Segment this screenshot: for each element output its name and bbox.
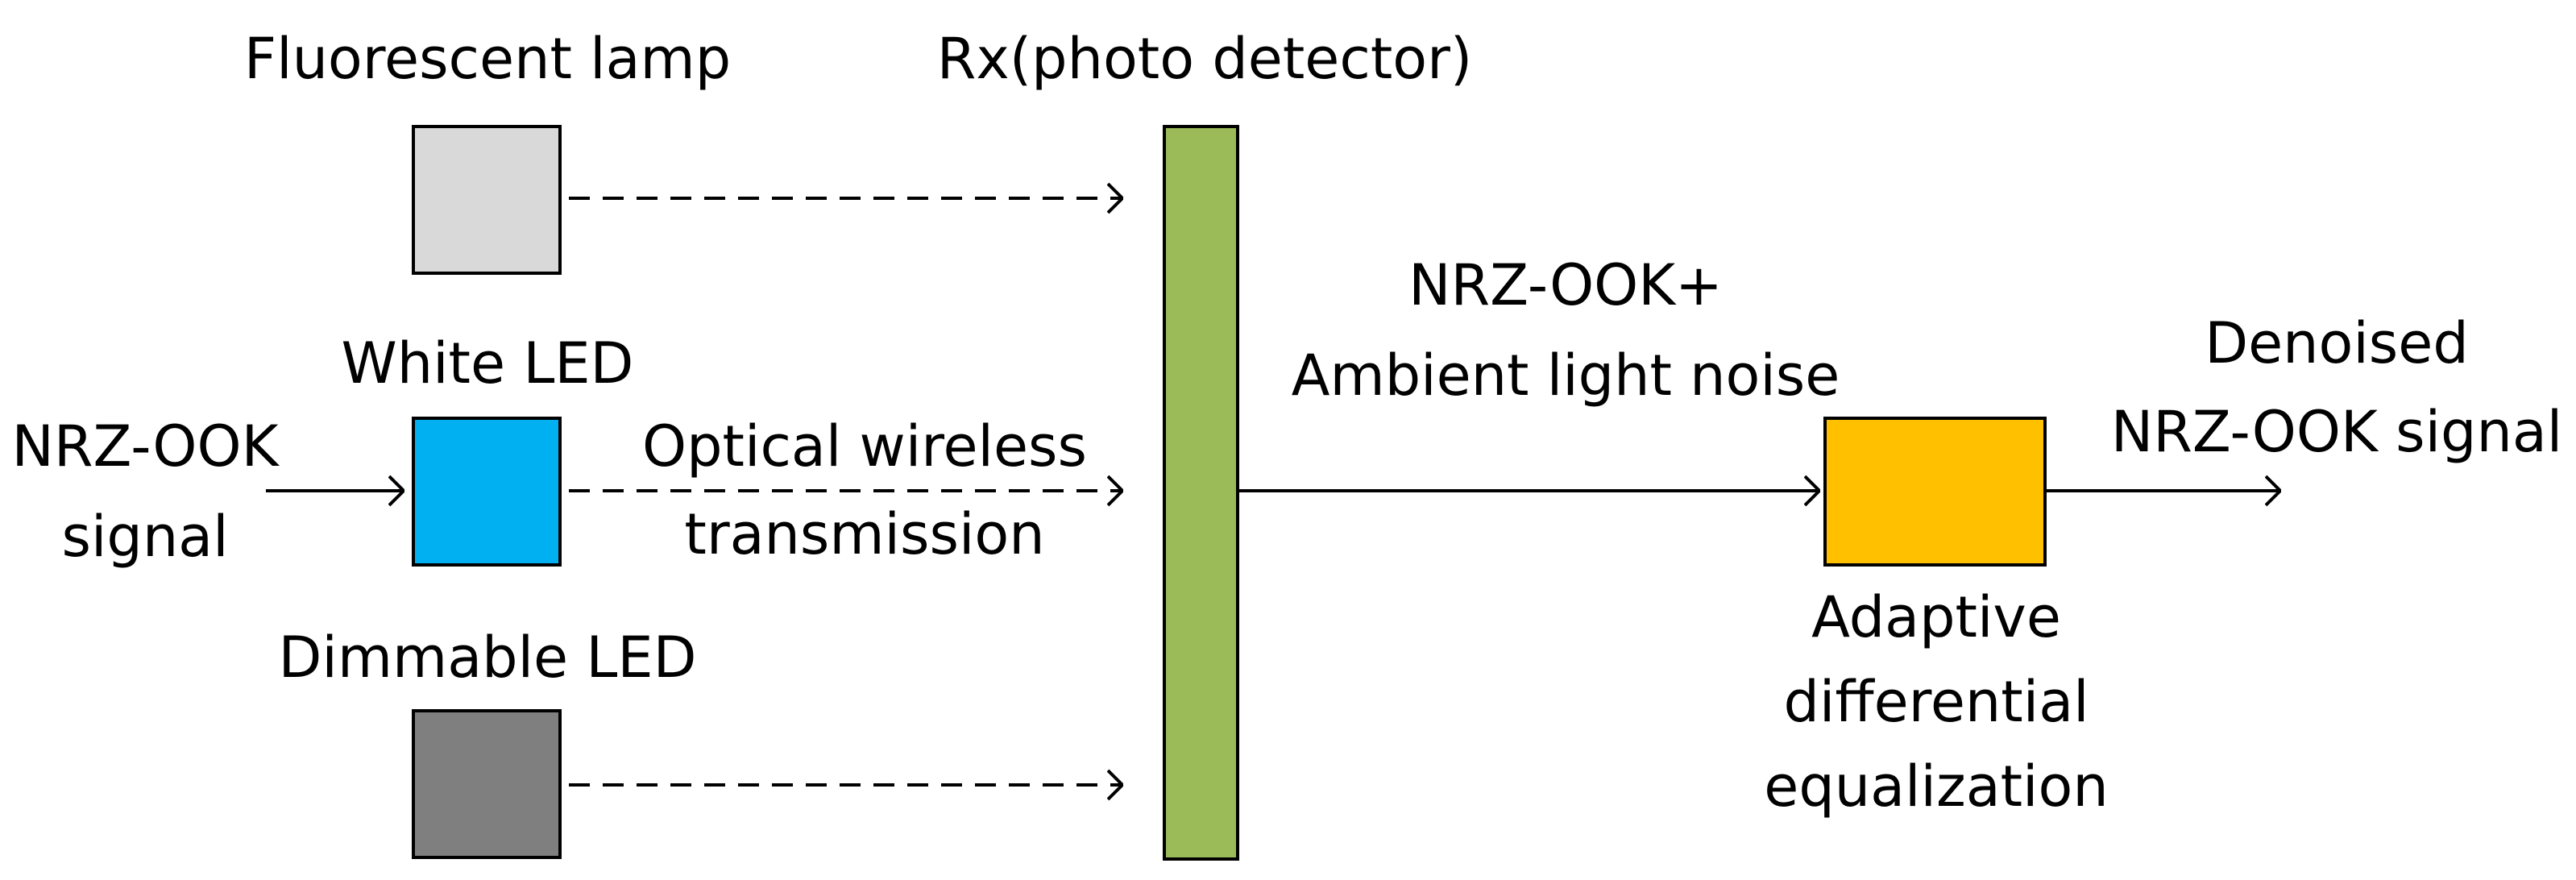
equalizer-label-line1: Adaptive — [1811, 584, 2061, 650]
equalizer-label-line2: differential — [1783, 669, 2089, 735]
input-signal-label-line2: signal — [61, 504, 228, 570]
dimmable-led-box — [412, 709, 562, 859]
dimmable-led-label: Dimmable LED — [279, 625, 697, 691]
fluorescent-lamp-box — [412, 125, 562, 275]
output-signal-label-line1: Denoised — [2205, 310, 2469, 376]
photo-detector-bar — [1163, 125, 1239, 861]
input-signal-label-line1: NRZ-OOK — [11, 413, 280, 479]
equalizer-box — [1823, 417, 2047, 567]
received-signal-label-line1: NRZ-OOK+ — [1408, 252, 1723, 318]
received-signal-label-line2: Ambient light noise — [1292, 342, 1840, 409]
output-signal-label-line2: NRZ-OOK signal — [2111, 399, 2562, 465]
equalizer-label-line3: equalization — [1764, 753, 2108, 820]
fluorescent-lamp-label: Fluorescent lamp — [244, 26, 731, 92]
white-led-box — [412, 417, 562, 567]
channel-label-line1: Optical wireless — [642, 413, 1087, 479]
white-led-label: White LED — [342, 330, 634, 396]
channel-label-line2: transmission — [684, 501, 1044, 567]
receiver-label: Rx(photo detector) — [937, 26, 1472, 92]
